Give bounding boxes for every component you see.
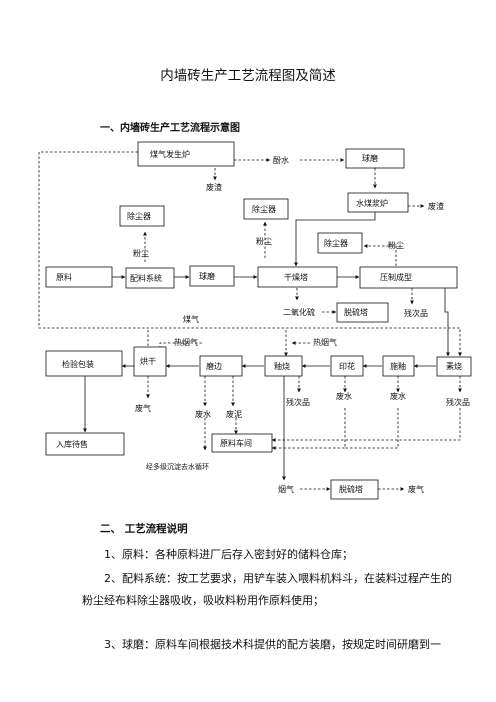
svg-text:除尘器: 除尘器 [252,204,276,214]
svg-text:干燥塔: 干燥塔 [284,272,308,282]
box-edge-grinding: 磨边 [199,355,243,377]
svg-text:釉烧: 釉烧 [274,361,290,371]
box-glazing: 施釉 [382,355,415,377]
box-drying-tower: 干燥塔 [257,266,338,288]
box-printing: 印花 [330,355,364,377]
label-rejects-1: 残次品 [404,308,428,318]
svg-text:原料: 原料 [56,272,72,282]
box-raw-material-workshop: 原料车间 [211,433,273,453]
label-sedimentation: 经多级沉淀去水循环 [146,462,209,471]
box-inspection-packing: 检验包装 [45,350,123,377]
label-rejects-2: 残次品 [286,397,310,407]
box-desulfurization-tower-2: 脱硫塔 [330,479,379,500]
label-sulfur-dioxide: 二氧化硫 [283,307,315,317]
paragraph-2: 2、配料系统：按工艺要求，用铲车装入喂料机料斗，在装料过程产生的粉尘经布料除尘器… [82,572,452,607]
box-water-coal-slurry-furnace: 水煤浆炉 [347,192,409,213]
label-slag-2: 废渣 [428,201,444,211]
svg-text:水煤浆炉: 水煤浆炉 [356,198,388,208]
paragraph-3: 3、球磨：原料车间根据技术科提供的配方装磨，按规定时间研磨到一 [104,638,441,651]
svg-text:检验包装: 检验包装 [62,359,94,369]
label-waste-water-2: 废水 [336,391,352,401]
svg-text:除尘器: 除尘器 [324,238,348,248]
box-storage: 入库待售 [45,432,125,456]
svg-text:烘干: 烘干 [140,356,156,366]
label-hot-flue-1: 热烟气 [174,337,198,347]
section-heading-diagram: 一、内墙砖生产工艺流程示意图 [100,123,240,134]
box-biscuit-firing: 素烧 [436,356,472,377]
svg-text:球磨: 球磨 [199,271,215,281]
svg-text:配料系统: 配料系统 [130,273,162,283]
box-glaze-firing: 釉烧 [264,355,303,377]
label-waste-mud: 废泥 [226,409,242,419]
label-slag-1: 废渣 [206,182,222,192]
svg-text:素烧: 素烧 [446,361,462,371]
section-heading-description: 二、 工艺流程说明 [100,523,188,535]
box-batching-system: 配料系统 [125,267,175,289]
box-desulfurization-tower: 脱硫塔 [336,302,389,323]
label-rejects-3: 残次品 [446,397,470,407]
svg-text:煤气发生炉: 煤气发生炉 [150,149,190,159]
box-dust-collector-3: 除尘器 [317,232,363,254]
box-gas-generator: 煤气发生炉 [137,141,235,167]
box-dust-collector-2: 除尘器 [243,198,289,220]
label-waste-water-3: 废水 [390,391,406,401]
label-dust-1: 粉尘 [133,248,149,258]
document-title: 内墙砖生产工艺流程图及简述 [160,68,336,84]
svg-text:球磨: 球磨 [362,153,378,163]
paragraph-1: 1、原料：各种原料进厂后存入密封好的储料仓库； [104,548,353,561]
box-ball-mill-top: 球磨 [345,148,405,169]
svg-text:脱硫塔: 脱硫塔 [344,307,368,317]
svg-text:施釉: 施釉 [390,361,406,371]
svg-text:入库待售: 入库待售 [56,439,88,449]
box-dust-collector-1: 除尘器 [119,205,165,227]
label-hot-flue-2: 热烟气 [313,337,337,347]
svg-text:压制成型: 压制成型 [380,272,412,282]
svg-text:印花: 印花 [339,361,355,371]
label-waste-gas-1: 废气 [135,403,151,413]
box-press-forming: 压制成型 [359,266,458,289]
svg-text:脱硫塔: 脱硫塔 [339,484,363,494]
svg-text:原料车间: 原料车间 [220,438,252,448]
label-dust-3: 粉尘 [388,240,404,250]
label-dust-2: 粉尘 [256,236,272,246]
label-phenol-water: 酚水 [273,155,289,165]
box-drying: 烘干 [133,346,167,377]
svg-text:除尘器: 除尘器 [127,211,151,221]
label-gas: 煤气 [183,314,199,324]
box-ball-mill: 球磨 [189,265,235,287]
label-waste-gas-2: 废气 [408,484,424,494]
box-raw-material: 原料 [45,266,113,288]
label-waste-water-1: 废水 [195,409,211,419]
label-flue-gas: 烟气 [278,484,294,494]
svg-text:磨边: 磨边 [206,361,222,371]
